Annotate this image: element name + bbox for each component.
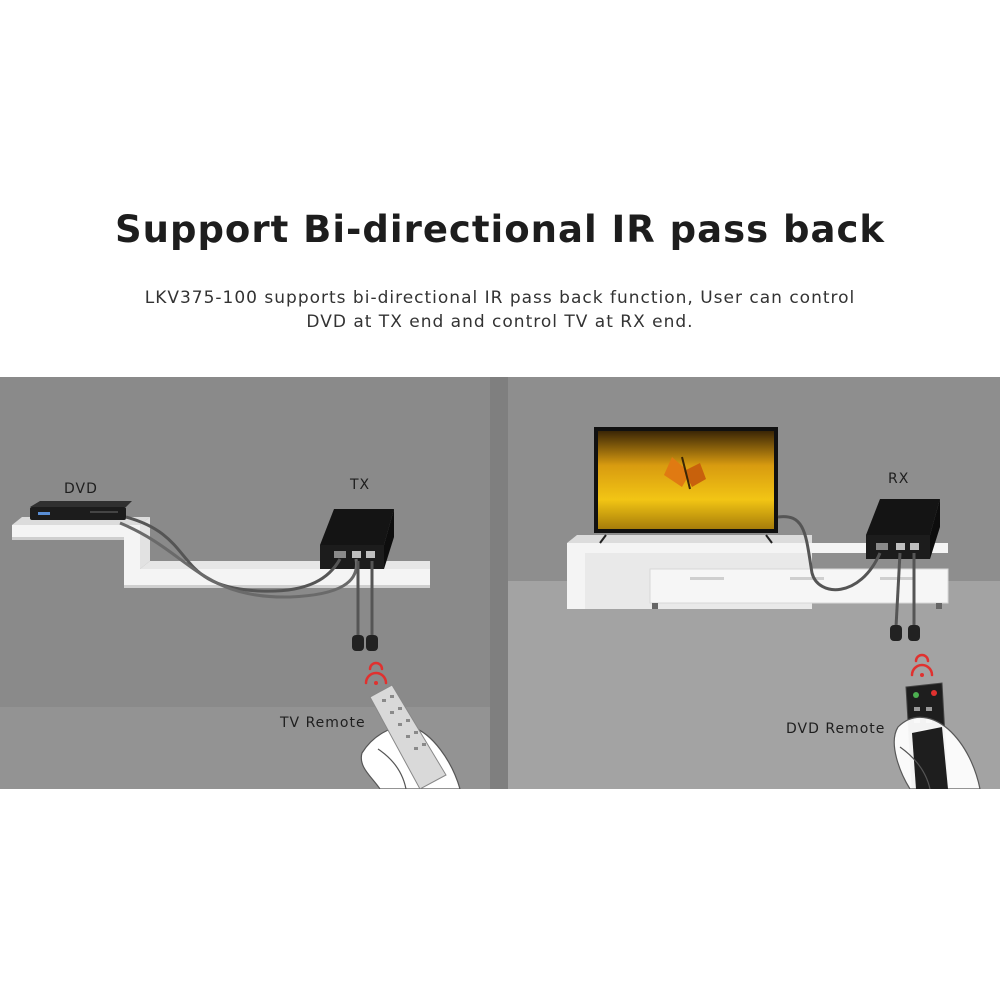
dvd-label: DVD bbox=[64, 481, 98, 497]
dvd-player-icon bbox=[30, 501, 132, 520]
ir-receiver-icon-right bbox=[890, 625, 920, 641]
headline: Support Bi-directional IR pass back bbox=[114, 208, 886, 251]
ir-receiver-icon bbox=[352, 635, 378, 651]
rx-extender-icon bbox=[866, 499, 940, 559]
dvd-remote-icon bbox=[893, 682, 981, 789]
tv-remote-icon bbox=[360, 684, 461, 789]
description: LKV375-100 supports bi-directional IR pa… bbox=[0, 286, 1000, 334]
tv-remote-label: TV Remote bbox=[279, 715, 366, 731]
panel-divider bbox=[490, 377, 508, 789]
left-panel: DVD TX TV Remote bbox=[0, 377, 490, 789]
television-icon bbox=[594, 427, 778, 544]
left-cables bbox=[119, 515, 374, 639]
description-line-1: LKV375-100 supports bi-directional IR pa… bbox=[144, 288, 856, 308]
rx-label: RX bbox=[888, 471, 909, 487]
right-panel: RX DVD Remote bbox=[508, 377, 1000, 789]
right-cables bbox=[777, 515, 916, 628]
dvd-remote-label: DVD Remote bbox=[786, 721, 885, 737]
ir-signal-icon bbox=[364, 661, 388, 685]
butterfly-icon bbox=[664, 456, 706, 490]
ir-signal-icon-right bbox=[910, 653, 934, 677]
tx-label: TX bbox=[349, 477, 370, 493]
scene-illustration: DVD TX TV Remote bbox=[0, 377, 1000, 789]
description-line-2: DVD at TX end and control TV at RX end. bbox=[306, 312, 694, 332]
tv-stand bbox=[567, 535, 949, 609]
